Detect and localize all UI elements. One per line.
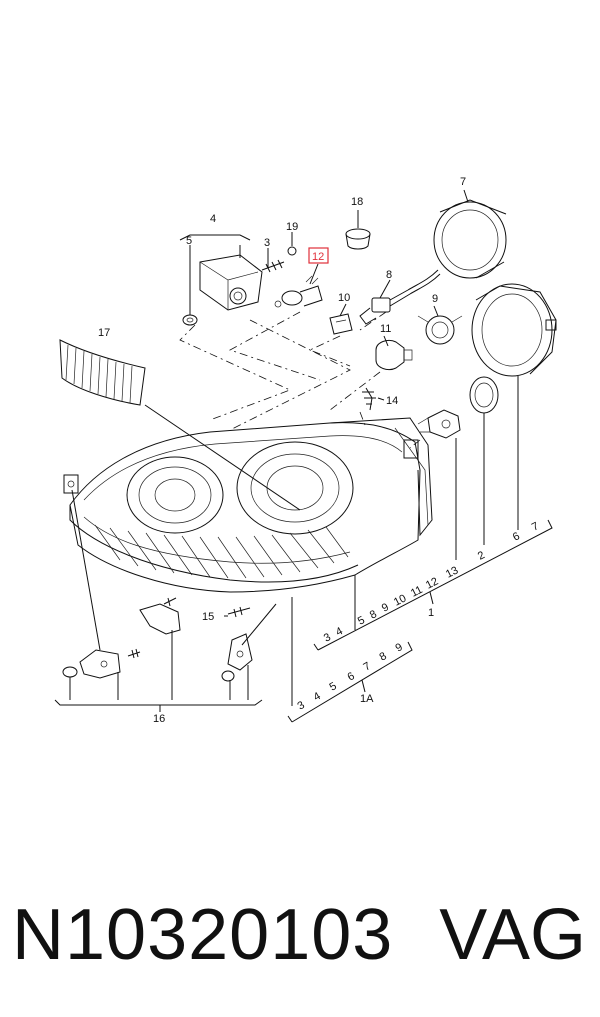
bulb-12-part xyxy=(274,275,323,308)
brand-name: VAG xyxy=(439,895,586,975)
callout-7: 7 xyxy=(460,176,466,188)
scale-1-tick-1: 4 xyxy=(334,625,345,638)
callouts: 4 5 3 19 12 18 8 10 9 11 14 7 17 15 16 xyxy=(98,176,466,725)
lens-cover-part xyxy=(59,339,146,406)
callout-9: 9 xyxy=(432,293,438,305)
callout-12-highlight xyxy=(308,247,329,264)
callout-17: 17 xyxy=(98,327,110,339)
scale-1-tick-3: 8 xyxy=(368,608,379,621)
scale-1-tick-0: 3 xyxy=(322,631,333,644)
scale-1-tick-8: 13 xyxy=(444,564,460,580)
bulb-13-part xyxy=(417,409,461,439)
callout-16: 16 xyxy=(153,713,165,725)
callout-3: 3 xyxy=(264,237,270,249)
bulb-10-part xyxy=(329,313,353,335)
wiring-8-part xyxy=(359,269,441,325)
scale-1-tick-10: 7 xyxy=(530,520,541,533)
callout-8: 8 xyxy=(386,269,392,281)
callout-15: 15 xyxy=(202,611,214,623)
callout-19: 19 xyxy=(286,221,298,233)
ring-2-part xyxy=(469,376,499,414)
caption-bar: N10320103 VAG xyxy=(0,885,600,985)
screw-14-part xyxy=(362,387,376,411)
callout-5: 5 xyxy=(186,235,192,247)
part-number: N10320103 xyxy=(12,895,394,975)
screw-15-part xyxy=(227,606,251,618)
scale-1-tick-5: 10 xyxy=(392,592,408,608)
control-module-part xyxy=(182,254,263,326)
scale-1: 3 4 5 8 9 10 11 12 13 6 7 2 1 xyxy=(313,519,553,651)
callout-4: 4 xyxy=(210,213,216,225)
scale-1a-tick-4: 7 xyxy=(362,660,373,673)
scale-1-tick-4: 9 xyxy=(380,601,391,614)
headlight-exploded-diagram: 3 4 5 8 9 10 11 12 13 6 7 2 1 3 4 5 6 7 … xyxy=(54,176,557,725)
scale-1a-tick-5: 8 xyxy=(378,650,389,663)
callout-1a: 1A xyxy=(360,693,374,705)
leader-lines xyxy=(54,189,519,712)
cap-6-part xyxy=(471,283,557,377)
scale-1-tick-7: 12 xyxy=(424,575,440,591)
scale-1a-tick-1: 4 xyxy=(312,690,323,703)
headlight-housing xyxy=(63,417,433,593)
bracket-16-group xyxy=(62,597,253,682)
washer-19-part xyxy=(287,246,297,256)
callout-12: 12 xyxy=(312,251,324,263)
scale-1a-tick-6: 9 xyxy=(394,641,405,654)
scale-1-tick-6: 11 xyxy=(409,584,425,600)
bulb-11-part xyxy=(375,339,413,371)
callout-10: 10 xyxy=(338,292,350,304)
scale-1-tick-11: 2 xyxy=(476,549,487,562)
callout-18: 18 xyxy=(351,196,363,208)
screw-3-part xyxy=(261,259,285,273)
scale-1a-tick-3: 6 xyxy=(346,670,357,683)
callout-11: 11 xyxy=(380,323,391,335)
cover-7-part xyxy=(433,199,507,279)
callout-14: 14 xyxy=(386,395,398,407)
scale-1a-tick-0: 3 xyxy=(296,699,307,712)
callout-1: 1 xyxy=(428,607,434,619)
scale-1a-tick-2: 5 xyxy=(328,680,339,693)
socket-9-part xyxy=(417,315,463,345)
scale-1a: 3 4 5 6 7 8 9 1A xyxy=(287,641,413,723)
scale-1-tick-2: 5 xyxy=(356,614,367,627)
scale-1-tick-9: 6 xyxy=(511,530,522,543)
cap-18-part xyxy=(345,228,371,250)
